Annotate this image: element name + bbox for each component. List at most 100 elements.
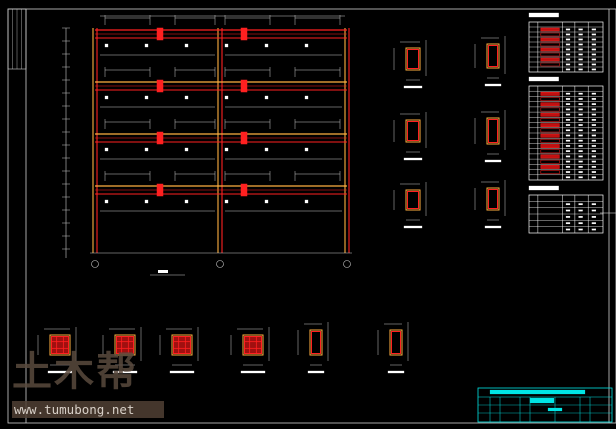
rebar-marker <box>240 27 248 41</box>
table-red-cell <box>540 123 560 128</box>
table-cell-text <box>591 58 597 61</box>
section-rebar-cage <box>407 121 419 141</box>
section-label <box>307 370 325 374</box>
section-outline <box>486 187 500 211</box>
table-cell-text <box>578 38 583 41</box>
table-cell-text <box>578 176 583 179</box>
table-cell-text <box>578 228 583 231</box>
axis-bubble <box>216 260 224 268</box>
section-label <box>240 370 266 374</box>
table-cell-text <box>565 145 571 147</box>
table-cell-text <box>565 98 571 100</box>
section-label <box>387 370 405 374</box>
table-cell-text <box>578 98 583 100</box>
table-cell-text <box>591 165 597 168</box>
table-cell-text <box>578 43 583 46</box>
table-red-cell <box>540 107 560 112</box>
table-red-cell <box>540 144 560 148</box>
table-red-cell <box>540 97 560 101</box>
annotation-mark <box>304 147 309 152</box>
table-cell-text <box>591 63 597 66</box>
table-cell-text <box>578 150 583 153</box>
table-cell-text <box>591 98 597 100</box>
rebar-marker <box>156 183 164 197</box>
table-cell-text <box>578 28 583 31</box>
section-label <box>403 85 423 89</box>
section-rebar-cage <box>407 49 419 69</box>
annotation-mark <box>184 147 189 152</box>
table-cell-text <box>591 118 597 121</box>
table-cell-text <box>591 108 597 111</box>
rebar-table-1 <box>528 12 604 73</box>
table-cell-text <box>591 124 597 126</box>
table-cell-text <box>578 118 583 121</box>
table-cell-text <box>591 68 597 71</box>
rebar-table-2 <box>528 76 604 181</box>
beam-section-5 <box>393 182 427 229</box>
frame-elevation <box>62 15 352 276</box>
table-cell-text <box>591 160 597 163</box>
table-red-cell <box>540 149 560 154</box>
section-outline <box>405 189 421 211</box>
drawing-title <box>529 397 555 404</box>
annotation-mark <box>224 43 229 48</box>
table-red-cell <box>540 133 560 138</box>
rebar-marker <box>156 131 164 145</box>
table-cell-text <box>565 209 571 212</box>
table-cell-text <box>565 165 571 168</box>
table-red-cell <box>540 47 560 52</box>
table-red-cell <box>540 102 560 107</box>
table-cell-text <box>578 129 583 132</box>
table-cell-text <box>565 103 571 106</box>
table-cell-text <box>591 43 597 46</box>
section-label <box>484 159 502 163</box>
table-cell-text <box>565 38 571 41</box>
table-cell-text <box>578 63 583 66</box>
table-cell-text <box>591 176 597 179</box>
table-cell-text <box>591 33 597 36</box>
table-cell-text <box>565 43 571 46</box>
annotation-mark <box>264 199 269 204</box>
table-cell-text <box>591 92 597 95</box>
section-outline <box>242 334 264 356</box>
table-red-cell <box>540 32 560 37</box>
annotation-mark <box>184 199 189 204</box>
table-red-cell <box>540 138 560 143</box>
table-cell-text <box>591 38 597 41</box>
section-label <box>403 225 423 229</box>
section-outline <box>171 334 193 356</box>
edge-section-1 <box>297 322 329 374</box>
table-cell-text <box>565 150 571 153</box>
sheet-frame <box>7 8 616 424</box>
table-cell-text <box>565 48 571 51</box>
section-outline <box>486 43 500 69</box>
table-cell-text <box>591 129 597 132</box>
table-cell-text <box>591 113 597 116</box>
table-cell-text <box>565 129 571 132</box>
table-cell-text <box>565 33 571 36</box>
annotation-mark <box>224 199 229 204</box>
table-cell-text <box>565 228 571 231</box>
table-red-cell <box>540 159 560 164</box>
beam-section-3 <box>393 112 427 161</box>
table-cell-text <box>578 216 583 218</box>
axis-bubble <box>91 260 99 268</box>
section-outline <box>309 329 323 356</box>
table-red-cell <box>540 52 560 57</box>
column-section-2 <box>102 327 142 374</box>
table-cell-text <box>565 222 571 225</box>
table-cell-text <box>591 171 597 173</box>
table-cell-text <box>591 222 597 225</box>
annotation-mark <box>144 43 149 48</box>
table-cell-text <box>565 134 571 137</box>
beam-section-1 <box>393 40 427 89</box>
table-cell-text <box>578 209 583 212</box>
rebar-marker <box>156 27 164 41</box>
drawing-number <box>547 407 563 412</box>
edge-section-2 <box>377 322 409 374</box>
section-rebar-cage <box>488 119 498 143</box>
table-cell-text <box>578 124 583 126</box>
annotation-mark <box>264 95 269 100</box>
table-red-cell <box>540 62 560 67</box>
